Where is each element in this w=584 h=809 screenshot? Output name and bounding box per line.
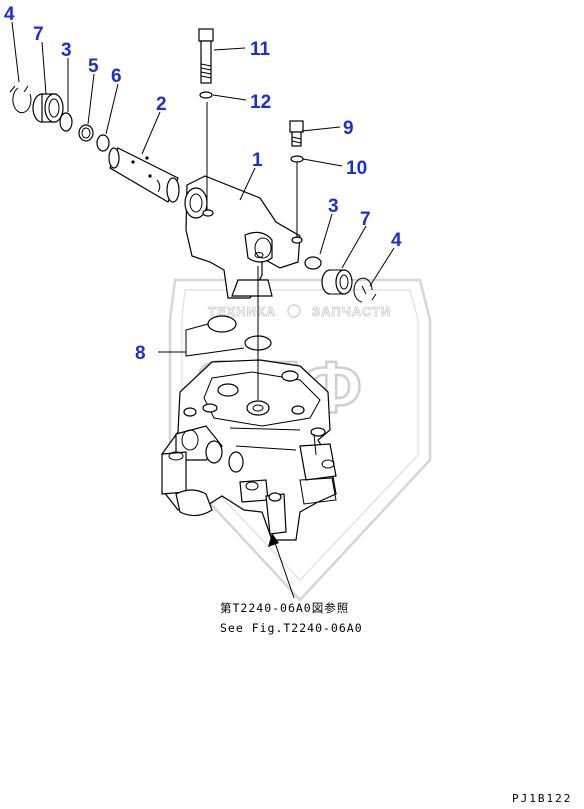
callout-4-right: 4 (391, 230, 402, 251)
reference-note-en: See Fig.T2240-06A0 (220, 621, 363, 635)
callout-8: 8 (135, 343, 146, 364)
watermark-right-text: ЗАПЧАСТИ (312, 304, 391, 319)
callout-7-left: 7 (33, 24, 44, 45)
gear-icon (287, 304, 301, 318)
reference-note-jp: 第T2240-06A0図参照 (220, 601, 349, 615)
callout-3-left: 3 (61, 40, 72, 61)
callout-9: 9 (343, 118, 354, 139)
callout-11: 11 (250, 39, 271, 60)
callout-5: 5 (88, 56, 99, 77)
leader-lines (11, 21, 395, 599)
o-ring-right (304, 256, 322, 270)
main-valve-block (161, 359, 337, 541)
washer-12 (199, 91, 213, 99)
drawing-code: PJ1B122 (512, 792, 572, 805)
watermark-left-text: ТЕХНИКА (208, 304, 276, 319)
plug-left (32, 93, 64, 123)
ring-6 (96, 134, 110, 152)
backup-ring (78, 124, 94, 142)
snap-ring-right (353, 277, 377, 303)
washer-10 (290, 155, 304, 163)
callout-12: 12 (250, 92, 271, 113)
o-ring-left (59, 112, 73, 132)
callout-2: 2 (156, 94, 167, 115)
callout-6: 6 (111, 66, 122, 87)
plug-right (321, 269, 353, 295)
callout-1: 1 (252, 150, 263, 171)
bolt-9 (289, 120, 304, 147)
bolt-11 (198, 28, 214, 84)
snap-ring-left (9, 85, 32, 114)
spool (108, 147, 180, 203)
o-ring-8-upper (207, 315, 237, 333)
callout-3-right: 3 (328, 196, 339, 217)
callout-10: 10 (346, 158, 367, 179)
valve-body (184, 175, 303, 299)
callout-7-right: 7 (360, 209, 371, 230)
callout-4-left: 4 (4, 4, 15, 25)
